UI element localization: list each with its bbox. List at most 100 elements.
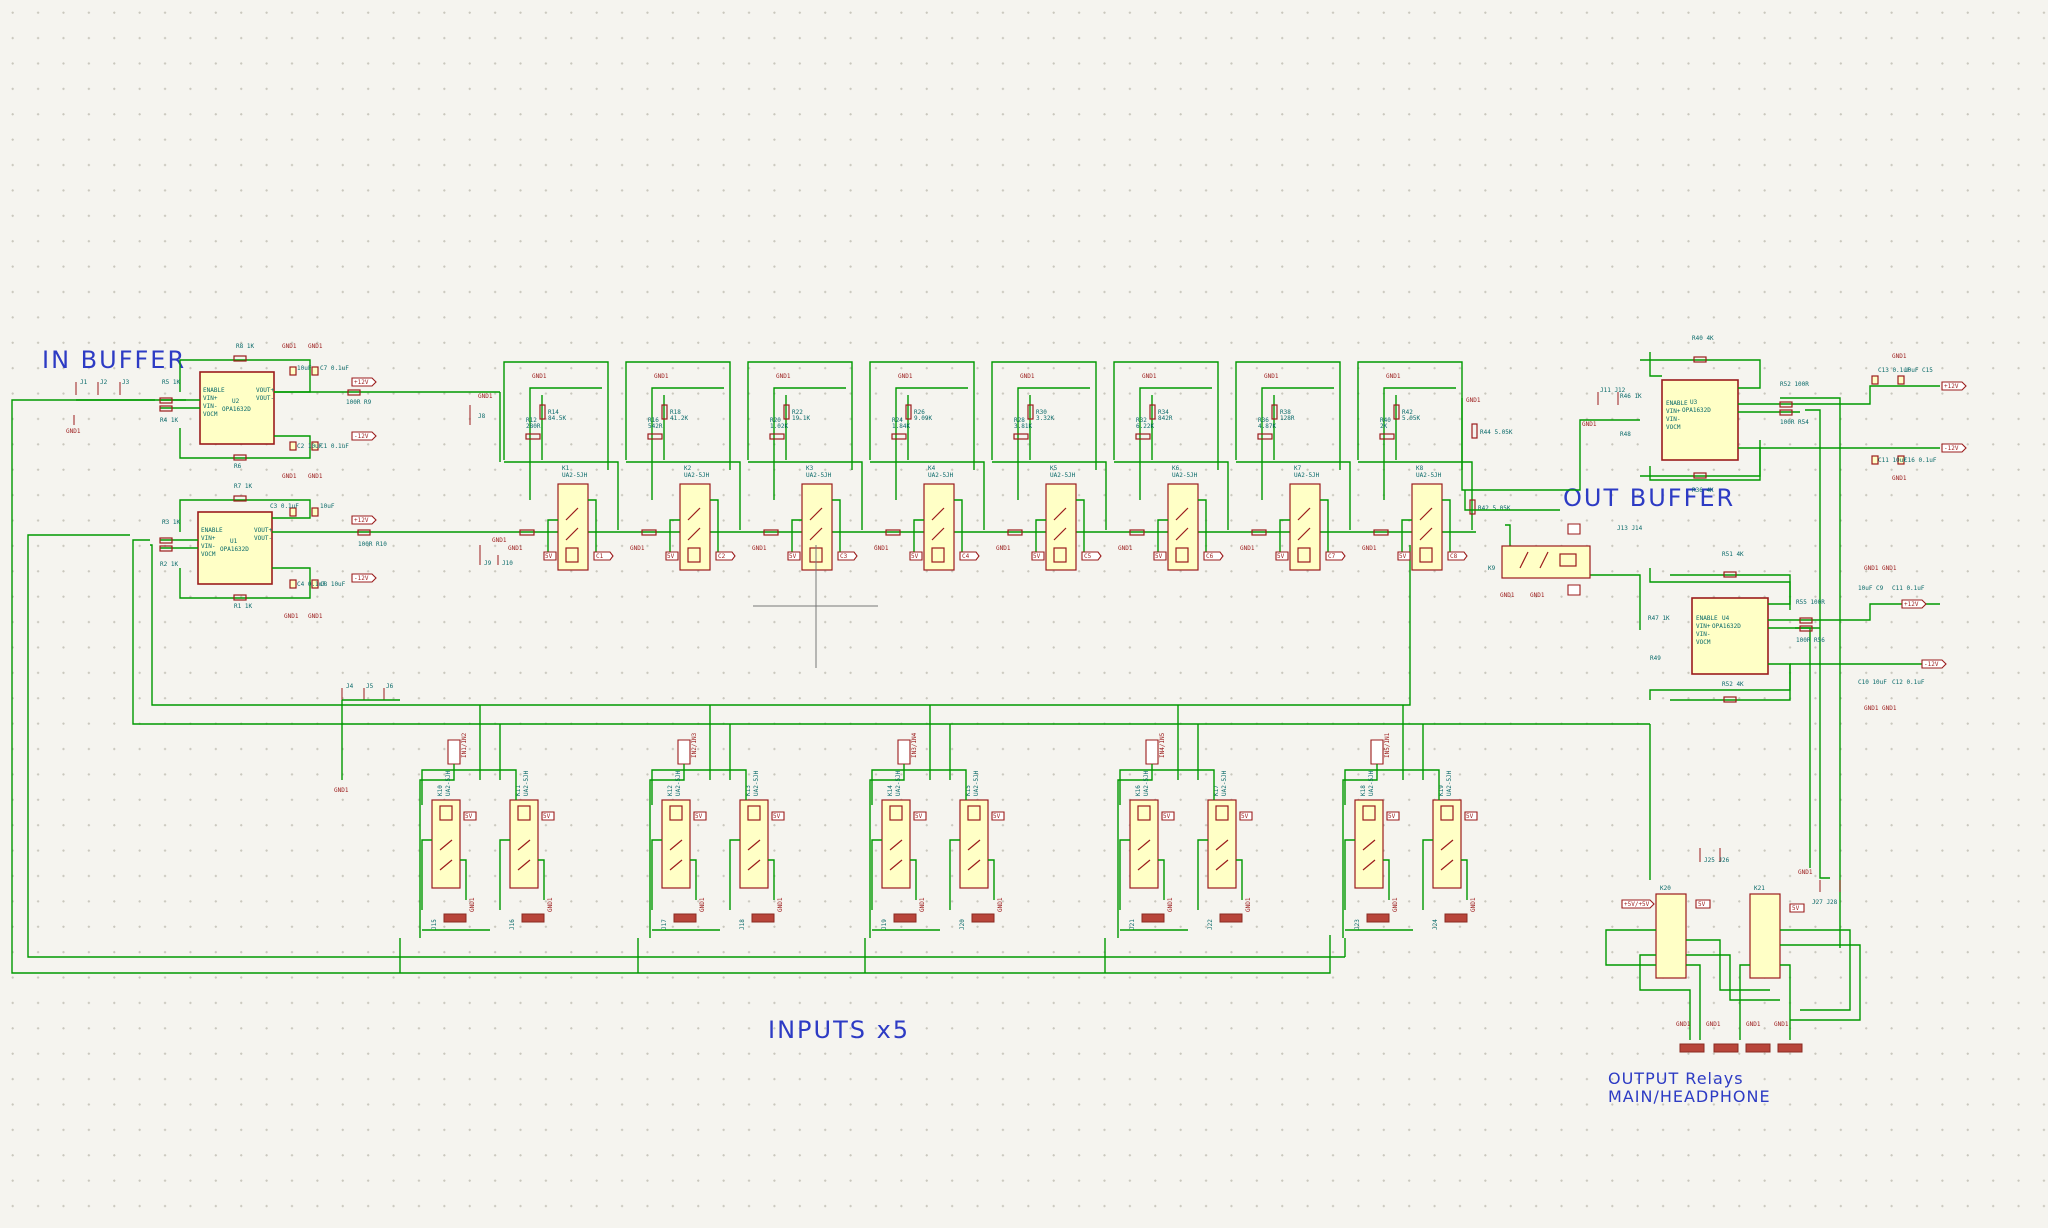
svg-text:R2 1K: R2 1K [160, 561, 178, 568]
input-connector-j20[interactable] [971, 913, 995, 923]
output-connector-1[interactable] [1679, 1043, 1705, 1053]
svg-text:100R R10: 100R R10 [358, 541, 387, 548]
input-connector-j24[interactable] [1444, 913, 1468, 923]
relay-k6[interactable] [1167, 483, 1199, 571]
svg-text:C2 10uF: C2 10uF [297, 443, 323, 450]
svg-text:R52 100R: R52 100R [1780, 381, 1809, 388]
svg-text:J3: J3 [122, 379, 130, 386]
relay-k14[interactable] [881, 799, 911, 889]
svg-text:100R R54: 100R R54 [1780, 419, 1809, 426]
svg-text:UA2-5JH: UA2-5JH [675, 770, 682, 796]
opamp-u4[interactable] [1691, 597, 1769, 675]
relay-k4[interactable] [923, 483, 955, 571]
svg-text:GND1: GND1 [777, 897, 784, 912]
svg-text:J2: J2 [100, 379, 108, 386]
ctrl-label: C1 [596, 553, 604, 560]
input-connector-j22[interactable] [1219, 913, 1243, 923]
relay-k19[interactable] [1432, 799, 1462, 889]
svg-text:OPA1632D: OPA1632D [1712, 623, 1741, 630]
relay-k21[interactable] [1749, 893, 1781, 979]
svg-text:5V: 5V [993, 813, 1001, 820]
input-connector-j15[interactable] [443, 913, 467, 923]
output-relays-title: OUTPUT Relays [1608, 1069, 1744, 1088]
relay-k7[interactable] [1289, 483, 1321, 571]
svg-text:GND1: GND1 [1020, 373, 1035, 380]
relay-k16[interactable] [1129, 799, 1159, 889]
relay-k13[interactable] [739, 799, 769, 889]
relay-k11[interactable] [509, 799, 539, 889]
input-connector-j19[interactable] [893, 913, 917, 923]
out-buffer-title: OUT BUFFER [1563, 484, 1735, 512]
relay-k8[interactable] [1411, 483, 1443, 571]
svg-text:UA2-5JH: UA2-5JH [1143, 770, 1150, 796]
svg-text:OPA1632D: OPA1632D [220, 546, 249, 553]
svg-text:5V: 5V [789, 553, 797, 560]
svg-text:+12V: +12V [1944, 383, 1959, 390]
relay-type: UA2-5JH [1172, 472, 1198, 479]
svg-text:IN4/IN5: IN4/IN5 [1159, 732, 1166, 758]
relay-k20[interactable] [1655, 893, 1687, 979]
relay-ref: K6 [1172, 465, 1180, 472]
svg-text:GND1: GND1 [654, 373, 669, 380]
svg-text:ENABLE: ENABLE [201, 527, 223, 534]
relay-k17[interactable] [1207, 799, 1237, 889]
svg-text:VIN+: VIN+ [201, 535, 216, 542]
svg-text:10uF C15: 10uF C15 [1904, 367, 1933, 374]
input-connector-j17[interactable] [673, 913, 697, 923]
svg-text:J24: J24 [1432, 919, 1439, 930]
svg-text:GND1: GND1 [282, 343, 297, 350]
shunt-res-label: R34 [1158, 409, 1169, 416]
opamp-u2[interactable] [199, 371, 275, 445]
output-connector-3[interactable] [1745, 1043, 1771, 1053]
svg-text:GND1: GND1 [1240, 545, 1255, 552]
input-connector-j23[interactable] [1366, 913, 1390, 923]
svg-text:J6: J6 [386, 683, 394, 690]
input-connector-j16[interactable] [521, 913, 545, 923]
svg-text:C12 0.1uF: C12 0.1uF [1892, 679, 1925, 686]
relay-k12[interactable] [661, 799, 691, 889]
svg-text:-12V: -12V [1944, 445, 1959, 452]
relay-k1[interactable] [557, 483, 589, 571]
opamp-u1[interactable] [197, 511, 273, 585]
opamp-u3[interactable] [1661, 379, 1739, 461]
svg-text:VIN+: VIN+ [1696, 623, 1711, 630]
output-connector-2[interactable] [1713, 1043, 1739, 1053]
svg-text:GND1: GND1 [1470, 897, 1477, 912]
input-connector-j21[interactable] [1141, 913, 1165, 923]
svg-text:GND1: GND1 [1676, 1021, 1691, 1028]
output-connector-4[interactable] [1777, 1043, 1803, 1053]
svg-text:10uF: 10uF [297, 365, 312, 372]
relay-k18[interactable] [1354, 799, 1384, 889]
relay-k3[interactable] [801, 483, 833, 571]
svg-text:GND1: GND1 [1798, 869, 1813, 876]
svg-text:10uF C9: 10uF C9 [1858, 585, 1884, 592]
svg-text:GND1: GND1 [1264, 373, 1279, 380]
relay-k9[interactable] [1501, 545, 1591, 579]
svg-text:R55 100R: R55 100R [1796, 599, 1825, 606]
ctrl-label: C3 [840, 553, 848, 560]
svg-text:R46 1K: R46 1K [1620, 393, 1642, 400]
svg-text:UA2-5JH: UA2-5JH [1368, 770, 1375, 796]
relay-k2[interactable] [679, 483, 711, 571]
input-connector-j18[interactable] [751, 913, 775, 923]
svg-text:5V: 5V [545, 553, 553, 560]
svg-text:GND1: GND1 [532, 373, 547, 380]
svg-text:100R R56: 100R R56 [1796, 637, 1825, 644]
svg-text:K19: K19 [1438, 785, 1445, 796]
svg-text:GND1: GND1 [508, 545, 523, 552]
svg-text:OPA1632D: OPA1632D [222, 406, 251, 413]
series-res-label: R16 [648, 417, 659, 424]
relay-k15[interactable] [959, 799, 989, 889]
svg-text:K11: K11 [515, 785, 522, 796]
relay-k5[interactable] [1045, 483, 1077, 571]
svg-text:5V: 5V [1277, 553, 1285, 560]
svg-text:VIN-: VIN- [1696, 631, 1710, 638]
svg-text:J4: J4 [346, 683, 354, 690]
relay-k10[interactable] [431, 799, 461, 889]
